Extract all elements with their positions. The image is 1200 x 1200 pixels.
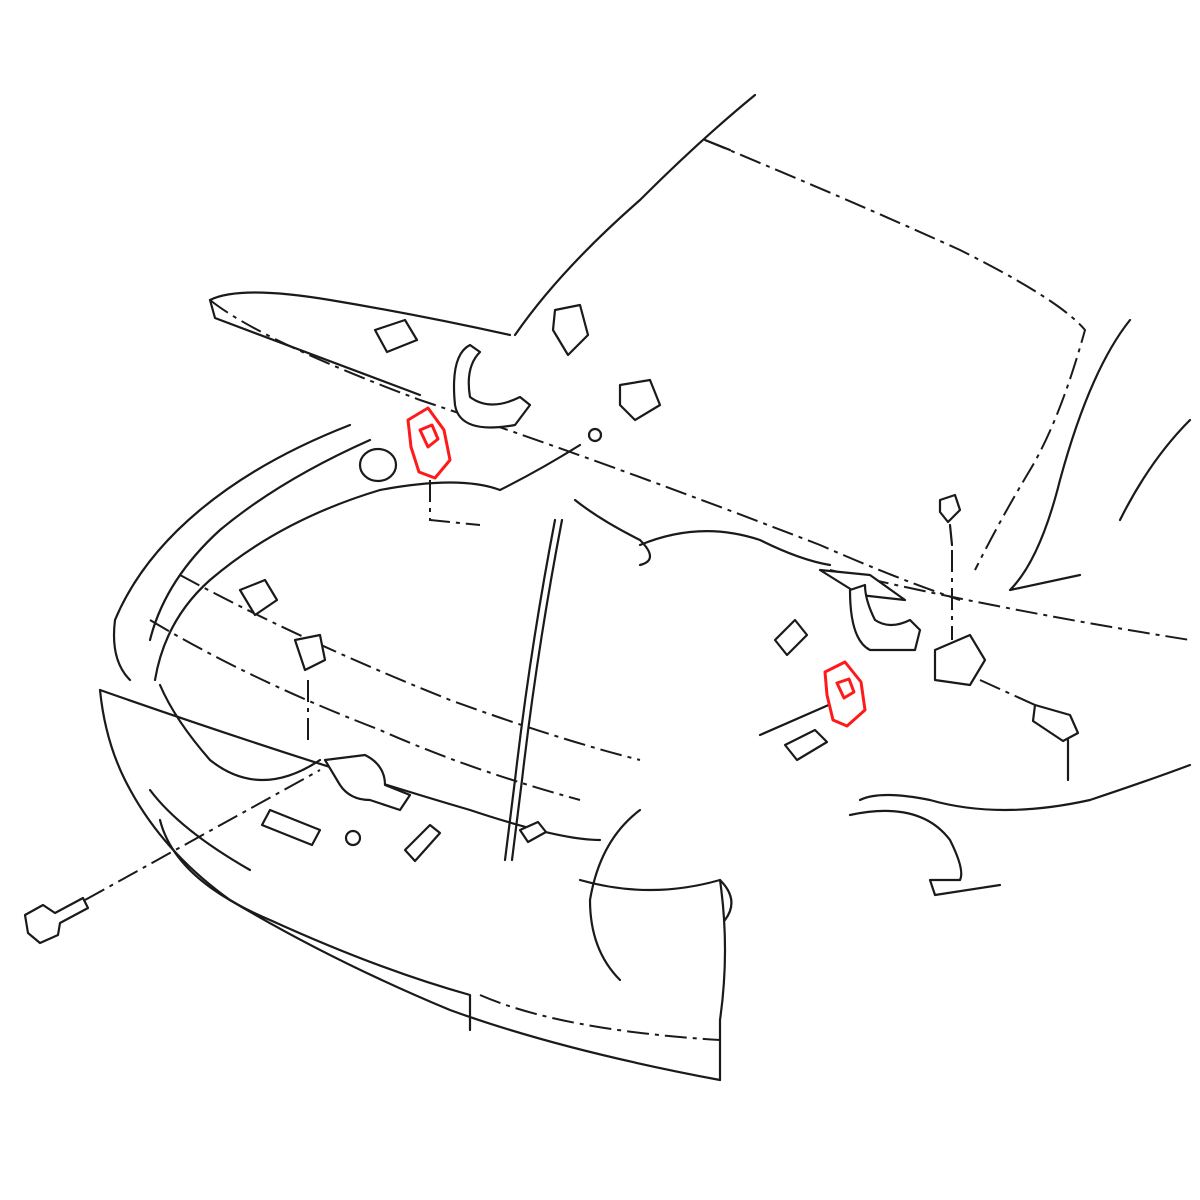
right-hinge-hardware <box>773 493 1080 782</box>
hood-panel <box>208 291 961 601</box>
bumper-bolt <box>23 769 321 945</box>
hood-hinge-right <box>823 660 867 728</box>
hood-latch-parts <box>238 578 442 863</box>
windshield-outline <box>513 93 1192 592</box>
release-cable <box>153 427 603 782</box>
hood-hinge-left <box>406 406 452 480</box>
front-bumper <box>98 423 727 1082</box>
hood-prop-rod <box>503 518 564 862</box>
left-hinge-hardware <box>358 303 662 526</box>
